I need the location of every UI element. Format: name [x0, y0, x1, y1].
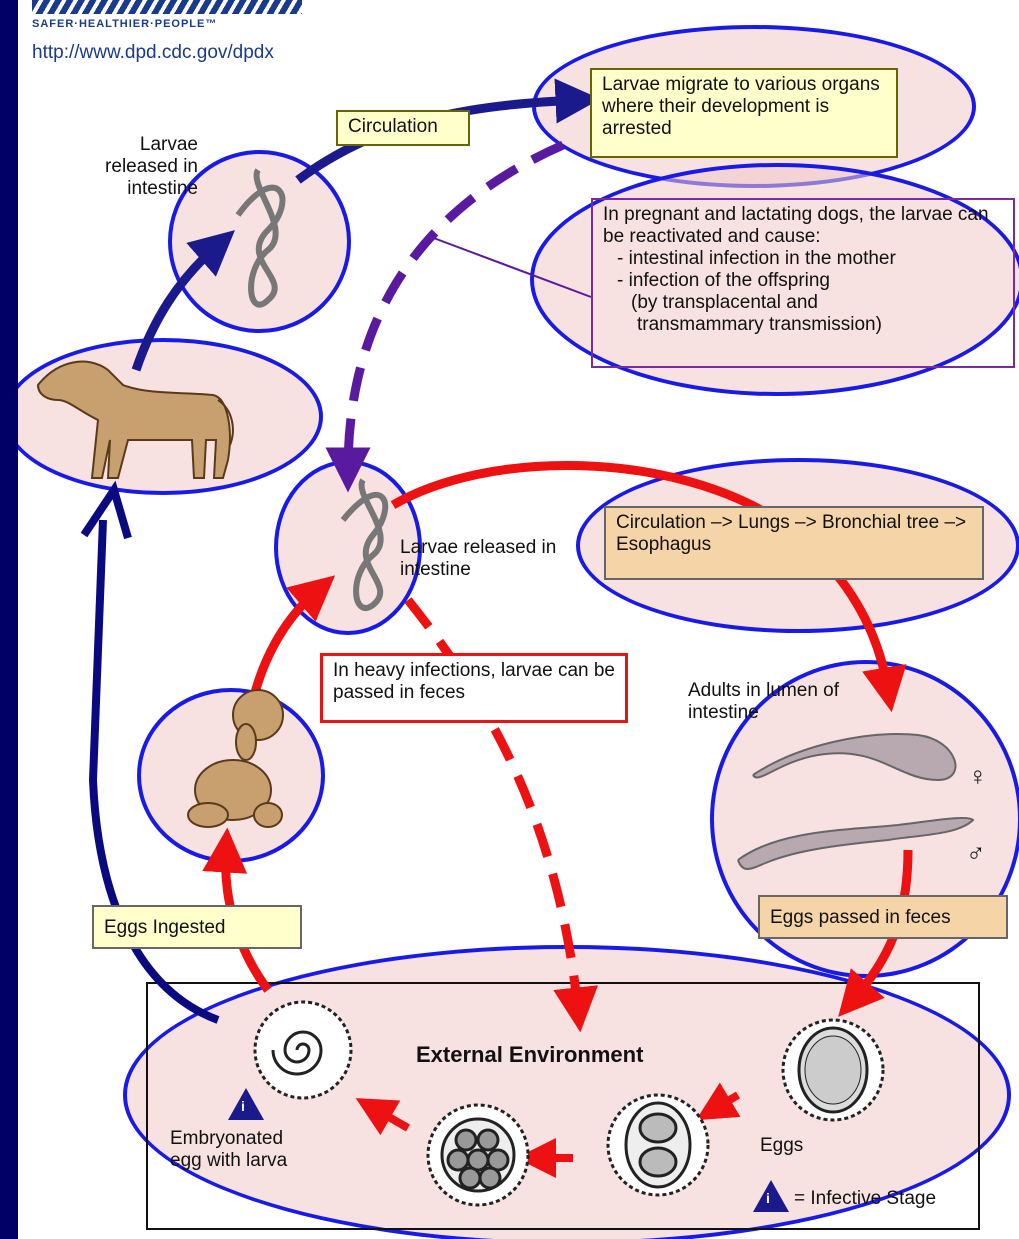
female-symbol: ♀ [968, 765, 988, 787]
infective-triangle-legend [753, 1180, 789, 1212]
larva-coil-mid [343, 480, 385, 608]
egg-morula [428, 1105, 528, 1205]
label-infective-stage: = Infective Stage [794, 1188, 936, 1210]
pregnant-intro: In pregnant and lactating dogs, the larv… [603, 204, 1003, 248]
box-eggs-passed: Eggs passed in feces [758, 895, 1008, 939]
dog-illustration [38, 362, 233, 478]
label-embryonated-egg: Embryonated egg with larva [170, 1128, 310, 1172]
arrow-egg-1-2 [713, 1095, 738, 1110]
puppy-illustration [188, 690, 283, 827]
box-circulation-lungs: Circulation –> Lungs –> Bronchial tree –… [604, 506, 984, 580]
adult-worm-male [738, 818, 973, 869]
pregnant-connector [431, 237, 591, 297]
box-pregnant: In pregnant and lactating dogs, the larv… [591, 198, 1015, 368]
egg-unembryonated [783, 1020, 883, 1120]
pregnant-item-3: (by transplacental and [603, 292, 1003, 314]
box-eggs-ingested: Eggs Ingested [92, 905, 302, 949]
infective-triangle-embryonated [228, 1088, 264, 1120]
male-symbol: ♂ [966, 842, 986, 864]
box-circulation: Circulation [336, 110, 470, 146]
label-eggs: Eggs [760, 1135, 803, 1157]
info-icon-embryonated: i [241, 1098, 245, 1114]
life-cycle-diagram: SAFER·HEALTHIER·PEOPLE™ http://www.dpd.c… [18, 0, 1019, 1239]
pregnant-item-2: - infection of the offspring [603, 270, 1003, 292]
arrow-egg-3-4 [373, 1108, 408, 1128]
label-larvae-released-mid: Larvae released in intestine [400, 537, 570, 581]
pregnant-item-1: - intestinal infection in the mother [603, 248, 1003, 270]
adult-worm-female [753, 734, 955, 780]
box-larvae-migrate: Larvae migrate to various organs where t… [590, 68, 898, 158]
pregnant-item-4: transmammary transmission) [603, 314, 1003, 336]
label-external-environment: External Environment [416, 1044, 643, 1066]
egg-two-cell [608, 1095, 708, 1195]
larva-coil-top [238, 170, 282, 305]
label-adults-lumen: Adults in lumen of intestine [688, 680, 858, 724]
box-heavy-infections: In heavy infections, larvae can be passe… [320, 653, 628, 723]
arrow-dog-to-larvae [136, 245, 218, 370]
info-icon-legend: i [766, 1190, 770, 1206]
label-larvae-released-top: Larvae released in intestine [78, 134, 198, 200]
arrow-reactivation [348, 145, 563, 470]
arrow-puppy-to-larvae [253, 590, 318, 700]
egg-embryonated [255, 1002, 351, 1098]
